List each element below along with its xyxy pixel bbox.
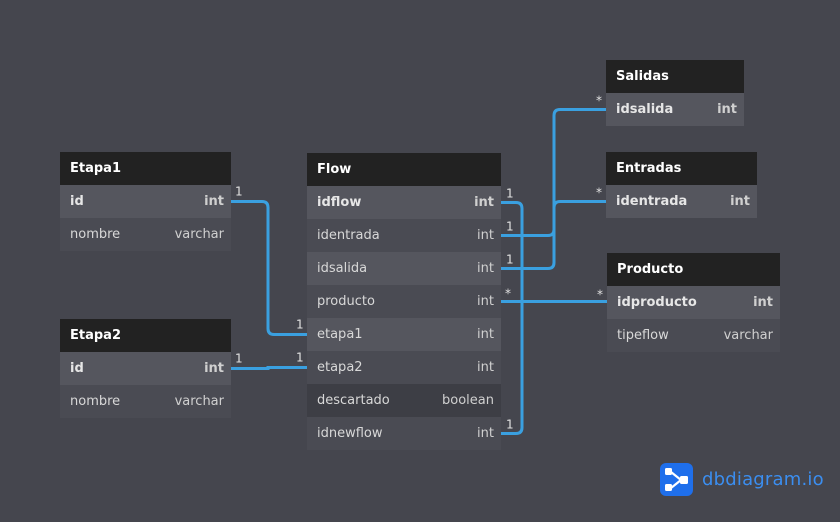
field-name: nombre	[70, 394, 121, 409]
field-row[interactable]: nombre varchar	[60, 385, 231, 418]
cardinality-label: 1	[296, 318, 304, 332]
field-type: int	[204, 194, 224, 209]
cardinality-label: 1	[506, 187, 514, 201]
field-row[interactable]: etapa2 int	[307, 351, 501, 384]
table-entradas[interactable]: Entradas identrada int	[606, 152, 757, 218]
field-row[interactable]: idnewflow int	[307, 417, 501, 450]
table-salidas[interactable]: Salidas idsalida int	[606, 60, 744, 126]
logo-text: dbdiagram.io	[702, 469, 824, 490]
field-type: int	[717, 102, 737, 117]
field-type: int	[753, 295, 773, 310]
field-row[interactable]: idflow int	[307, 186, 501, 219]
table-header[interactable]: Salidas	[606, 60, 744, 93]
cardinality-label: 1	[506, 220, 514, 234]
field-row[interactable]: idsalida int	[307, 252, 501, 285]
field-name: idsalida	[317, 261, 368, 276]
field-name: idsalida	[616, 102, 674, 117]
field-name: idnewflow	[317, 426, 383, 441]
field-row[interactable]: descartado boolean	[307, 384, 501, 417]
field-row[interactable]: idproducto int	[607, 286, 780, 319]
table-header[interactable]: Flow	[307, 153, 501, 186]
relationship-line[interactable]	[501, 201, 524, 435]
cardinality-label: 1	[296, 351, 304, 365]
cardinality-label: 1	[506, 418, 514, 432]
dbdiagram-logo[interactable]: dbdiagram.io	[660, 463, 824, 496]
field-name: idflow	[317, 195, 362, 210]
cardinality-label: 1	[235, 352, 243, 366]
field-type: varchar	[723, 328, 773, 343]
field-name: identrada	[616, 194, 688, 209]
cardinality-label: *	[596, 94, 602, 108]
field-row[interactable]: identrada int	[307, 219, 501, 252]
field-row[interactable]: idsalida int	[606, 93, 744, 126]
field-name: nombre	[70, 227, 121, 242]
cardinality-label: *	[596, 186, 602, 200]
table-header[interactable]: Entradas	[606, 152, 757, 185]
field-name: etapa1	[317, 327, 363, 342]
relationship-line[interactable]	[501, 108, 606, 270]
cardinality-label: 1	[506, 253, 514, 267]
field-name: tipeflow	[617, 328, 669, 343]
field-type: varchar	[174, 394, 224, 409]
field-name: id	[70, 194, 84, 209]
field-type: int	[477, 426, 494, 441]
cardinality-label: *	[505, 287, 511, 301]
share-nodes-icon	[660, 463, 693, 496]
field-name: idproducto	[617, 295, 697, 310]
field-row[interactable]: identrada int	[606, 185, 757, 218]
table-header[interactable]: Etapa1	[60, 152, 231, 185]
field-type: int	[477, 360, 494, 375]
field-name: etapa2	[317, 360, 363, 375]
field-row[interactable]: id int	[60, 185, 231, 218]
field-type: int	[477, 228, 494, 243]
field-type: int	[477, 327, 494, 342]
cardinality-label: 1	[235, 185, 243, 199]
field-row[interactable]: etapa1 int	[307, 318, 501, 351]
field-type: int	[730, 194, 750, 209]
field-type: int	[204, 361, 224, 376]
relationship-line[interactable]	[231, 200, 307, 336]
field-name: producto	[317, 294, 375, 309]
table-header[interactable]: Etapa2	[60, 319, 231, 352]
field-type: int	[477, 261, 494, 276]
field-name: id	[70, 361, 84, 376]
field-name: identrada	[317, 228, 380, 243]
table-etapa2[interactable]: Etapa2 id int nombre varchar	[60, 319, 231, 418]
table-etapa1[interactable]: Etapa1 id int nombre varchar	[60, 152, 231, 251]
field-row[interactable]: tipeflow varchar	[607, 319, 780, 352]
relationship-line[interactable]	[231, 366, 307, 370]
field-type: int	[477, 294, 494, 309]
field-row[interactable]: producto int	[307, 285, 501, 318]
table-producto[interactable]: Producto idproducto int tipeflow varchar	[607, 253, 780, 352]
field-row[interactable]: nombre varchar	[60, 218, 231, 251]
field-type: int	[474, 195, 494, 210]
field-row[interactable]: id int	[60, 352, 231, 385]
field-type: boolean	[442, 393, 494, 408]
field-name: descartado	[317, 393, 390, 408]
table-header[interactable]: Producto	[607, 253, 780, 286]
field-type: varchar	[174, 227, 224, 242]
cardinality-label: *	[597, 288, 603, 302]
